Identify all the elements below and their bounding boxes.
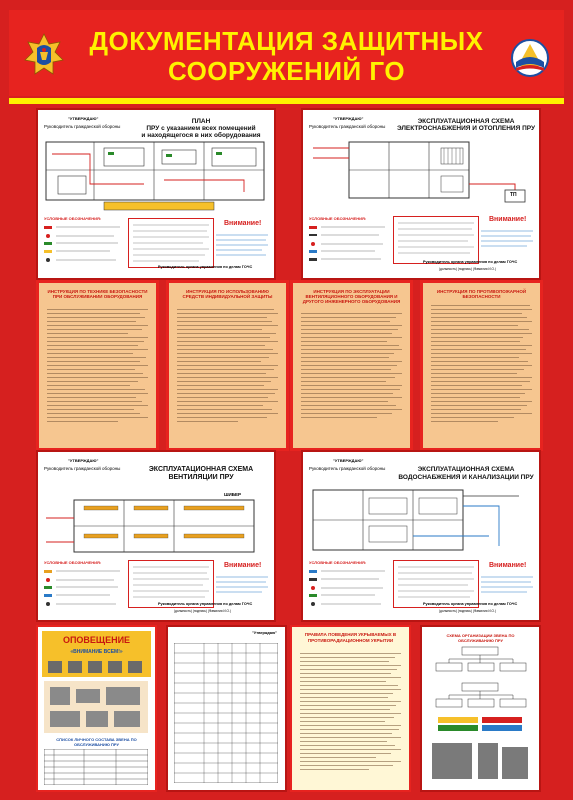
alert-illustration — [44, 681, 148, 733]
warning-label: Внимание! — [224, 220, 262, 227]
signature-line: Руководитель органа управления по делам … — [423, 602, 518, 606]
journal-stamp: "Утверждаю" — [252, 631, 277, 635]
instruction-title: ИНСТРУКЦИЯ ПО ЭКСПЛУАТАЦИИ ВЕНТИЛЯЦИОННО… — [302, 289, 401, 304]
signature-caption: (должность) (подпись) (Фамилия И.О.) — [439, 609, 496, 613]
plan-title-1: ПЛАН — [191, 118, 211, 125]
signature-caption: (должность) (подпись) (Фамилия И.О.) — [174, 609, 231, 613]
power-scheme-drawing — [313, 141, 526, 203]
water-scheme-drawing — [312, 489, 519, 551]
header-stripe — [9, 98, 564, 104]
power-title: ЭКСПЛУАТАЦИОННАЯ СХЕМА ЭЛЕКТРОСНАБЖЕНИЯ … — [393, 118, 539, 132]
notes-box — [393, 560, 479, 608]
alert-pictograms — [48, 661, 142, 673]
water-poster: "УТВЕРЖДАЮ" Руководитель гражданской обо… — [301, 450, 541, 622]
water-title: ЭКСПЛУАТАЦИОННАЯ СХЕМА ВОДОСНАБЖЕНИЯ И К… — [393, 466, 539, 482]
instruction-title: ИНСТРУКЦИЯ ПО ПРОТИВОПОЖАРНОЙ БЕЗОПАСНОС… — [436, 289, 527, 299]
signature-line: Руководитель органа управления по делам … — [158, 602, 253, 606]
mchs-emblem-icon — [24, 33, 64, 75]
water-title-1: ЭКСПЛУАТАЦИОННАЯ СХЕМА — [417, 466, 515, 473]
rules-text — [300, 653, 401, 773]
substation-label: ТП — [510, 192, 517, 198]
head-line: Руководитель гражданской обороны — [309, 124, 386, 129]
head-line: Руководитель гражданской обороны — [44, 124, 121, 129]
plan-title: ПЛАН ПРУ с указанием всех помещений и на… — [128, 118, 274, 139]
rules-title: ПРАВИЛА ПОВЕДЕНИЯ УКРЫВАЕМЫХ В ПРОТИВОРА… — [304, 632, 397, 643]
power-title-2: ЭЛЕКТРОСНАБЖЕНИЯ И ОТОПЛЕНИЯ ПРУ — [396, 125, 536, 132]
instruction-card: ИНСТРУКЦИЯ ПО ПРОТИВОПОЖАРНОЙ БЕЗОПАСНОС… — [420, 280, 543, 451]
instruction-text — [431, 305, 532, 440]
plan-poster: "УТВЕРЖДАЮ" Руководитель гражданской обо… — [36, 108, 276, 280]
journal-table — [174, 643, 278, 783]
ventilation-poster: "УТВЕРЖДАЮ" Руководитель гражданской обо… — [36, 450, 276, 622]
warning-label: Внимание! — [489, 562, 527, 569]
approve-stamp: "УТВЕРЖДАЮ" — [333, 116, 364, 121]
signature-line: Руководитель органа управления по делам … — [423, 260, 518, 264]
page-title: ДОКУМЕНТАЦИЯ ЗАЩИТНЫХ СООРУЖЕНИЙ ГО — [69, 26, 504, 86]
title-line-2: СООРУЖЕНИЙ ГО — [167, 56, 406, 86]
staff-list-table — [44, 749, 148, 785]
instruction-text — [177, 309, 278, 440]
legend-title: УСЛОВНЫЕ ОБОЗНАЧЕНИЯ: — [309, 216, 367, 221]
floor-plan-drawing — [45, 141, 265, 211]
ventilation-title-2: ВЕНТИЛЯЦИИ ПРУ — [168, 474, 234, 481]
approve-stamp: "УТВЕРЖДАЮ" — [333, 458, 364, 463]
journal-poster: "Утверждаю" — [166, 625, 287, 792]
instruction-text — [301, 313, 402, 440]
header-bar: ДОКУМЕНТАЦИЯ ЗАЩИТНЫХ СООРУЖЕНИЙ ГО — [9, 10, 564, 96]
plan-title-3: и находящегося в них оборудования — [141, 132, 261, 139]
power-title-1: ЭКСПЛУАТАЦИОННАЯ СХЕМА — [417, 118, 515, 125]
notes-box — [128, 218, 214, 268]
approve-stamp: "УТВЕРЖДАЮ" — [68, 458, 99, 463]
instruction-card: ИНСТРУКЦИЯ ПО ТЕХНИКЕ БЕЗОПАСНОСТИ ПРИ О… — [36, 280, 159, 451]
warning-label: Внимание! — [224, 562, 262, 569]
water-title-2: ВОДОСНАБЖЕНИЯ И КАНАЛИЗАЦИИ ПРУ — [398, 474, 534, 481]
ventilation-title: ЭКСПЛУАТАЦИОННАЯ СХЕМА ВЕНТИЛЯЦИИ ПРУ — [128, 466, 274, 482]
warning-text-lines — [481, 230, 533, 247]
alert-header: ОПОВЕЩЕНИЕ «ВНИМАНИЕ ВСЕМ!» — [42, 631, 151, 677]
plan-title-2: ПРУ с указанием всех помещений — [146, 125, 256, 132]
staff-list-title: СПИСОК ЛИЧНОГО СОСТАВА ЗВЕНА ПО ОБСЛУЖИВ… — [56, 737, 137, 747]
instruction-title: ИНСТРУКЦИЯ ПО ИСПОЛЬЗОВАНИЮ СРЕДСТВ ИНДИ… — [182, 289, 273, 299]
instruction-card: ИНСТРУКЦИЯ ПО ИСПОЛЬЗОВАНИЮ СРЕДСТВ ИНДИ… — [166, 280, 289, 451]
alert-title: ОПОВЕЩЕНИЕ — [62, 635, 131, 645]
notes-box — [128, 560, 214, 608]
instruction-title: ИНСТРУКЦИЯ ПО ТЕХНИКЕ БЕЗОПАСНОСТИ ПРИ О… — [47, 289, 148, 299]
instruction-text — [47, 309, 148, 440]
power-poster: "УТВЕРЖДАЮ" Руководитель гражданской обо… — [301, 108, 541, 280]
legend-symbols — [44, 570, 120, 606]
legend-title: УСЛОВНЫЕ ОБОЗНАЧЕНИЯ: — [309, 560, 367, 565]
warning-text-lines — [216, 234, 268, 256]
warning-text-lines — [216, 576, 268, 593]
legend-title: УСЛОВНЫЕ ОБОЗНАЧЕНИЯ: — [44, 216, 102, 221]
alert-poster: ОПОВЕЩЕНИЕ «ВНИМАНИЕ ВСЕМ!» СПИСОК ЛИЧНО… — [36, 625, 157, 792]
title-line-1: ДОКУМЕНТАЦИЯ ЗАЩИТНЫХ — [89, 26, 484, 56]
signature-line: Руководитель органа управления по делам … — [158, 265, 253, 269]
org-scheme-diagram — [432, 646, 528, 779]
notes-box — [393, 216, 479, 264]
org-scheme-title: СХЕМА ОРГАНИЗАЦИИ ЗВЕНА ПО ОБСЛУЖИВАНИЮ … — [446, 633, 515, 643]
head-line: Руководитель гражданской обороны — [44, 466, 121, 471]
instruction-card: ИНСТРУКЦИЯ ПО ЭКСПЛУАТАЦИИ ВЕНТИЛЯЦИОННО… — [290, 280, 413, 451]
rules-poster: ПРАВИЛА ПОВЕДЕНИЯ УКРЫВАЕМЫХ В ПРОТИВОРА… — [290, 625, 411, 792]
legend-symbols — [309, 570, 385, 606]
signature-caption: (должность) (подпись) (Фамилия И.О.) — [439, 267, 496, 271]
ventilation-title-1: ЭКСПЛУАТАЦИОННАЯ СХЕМА — [148, 466, 254, 473]
legend-title: УСЛОВНЫЕ ОБОЗНАЧЕНИЯ: — [44, 560, 102, 565]
approve-stamp: "УТВЕРЖДАЮ" — [68, 116, 99, 121]
head-line: Руководитель гражданской обороны — [309, 466, 386, 471]
ventilation-scheme-drawing — [46, 499, 255, 553]
org-scheme-poster: СХЕМА ОРГАНИЗАЦИИ ЗВЕНА ПО ОБСЛУЖИВАНИЮ … — [420, 625, 541, 792]
alert-subtitle: «ВНИМАНИЕ ВСЕМ!» — [70, 649, 123, 655]
warning-text-lines — [481, 576, 533, 593]
warning-label: Внимание! — [489, 216, 527, 223]
legend-symbols — [44, 226, 120, 262]
damper-label: ШИБЕР — [224, 492, 241, 497]
legend-symbols — [309, 226, 385, 261]
civil-defense-icon — [511, 39, 549, 77]
